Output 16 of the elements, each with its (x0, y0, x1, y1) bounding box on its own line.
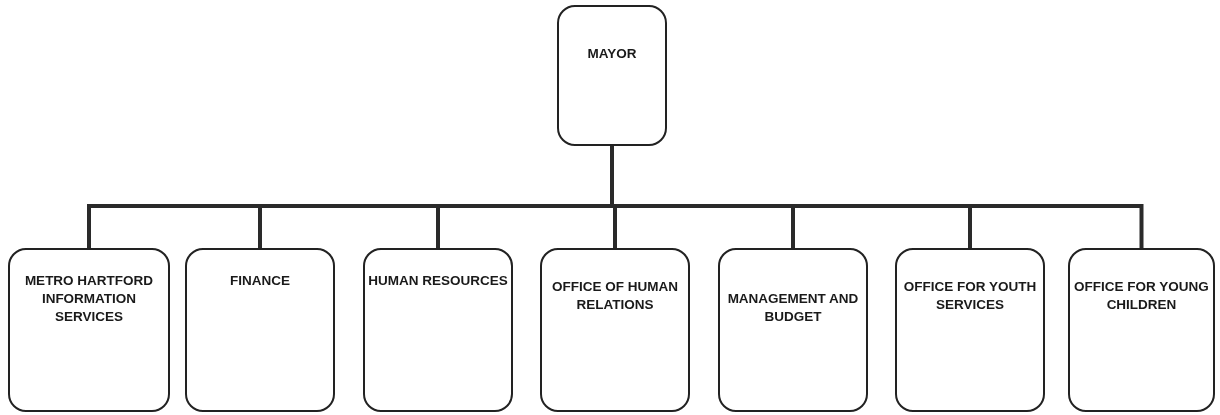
unit-name: OFFICE OF HUMAN RELATIONS (551, 278, 679, 314)
org-box (540, 248, 690, 412)
org-box (557, 5, 667, 146)
org-box (718, 248, 868, 412)
unit-name: METRO HARTFORD INFORMATION SERVICES (23, 272, 155, 326)
unit-name: OFFICE FOR YOUTH SERVICES (902, 278, 1038, 314)
unit-name: HUMAN RESOURCES (368, 272, 508, 290)
org-box (8, 248, 170, 412)
org-box (363, 248, 513, 412)
unit-name: OFFICE FOR YOUNG CHILDREN (1073, 278, 1210, 314)
unit-name: MANAGEMENT AND BUDGET (726, 290, 860, 326)
org-box (1068, 248, 1215, 412)
unit-name: FINANCE (230, 272, 290, 290)
org-box (895, 248, 1045, 412)
org-box (185, 248, 335, 412)
unit-name: MAYOR (587, 45, 637, 63)
